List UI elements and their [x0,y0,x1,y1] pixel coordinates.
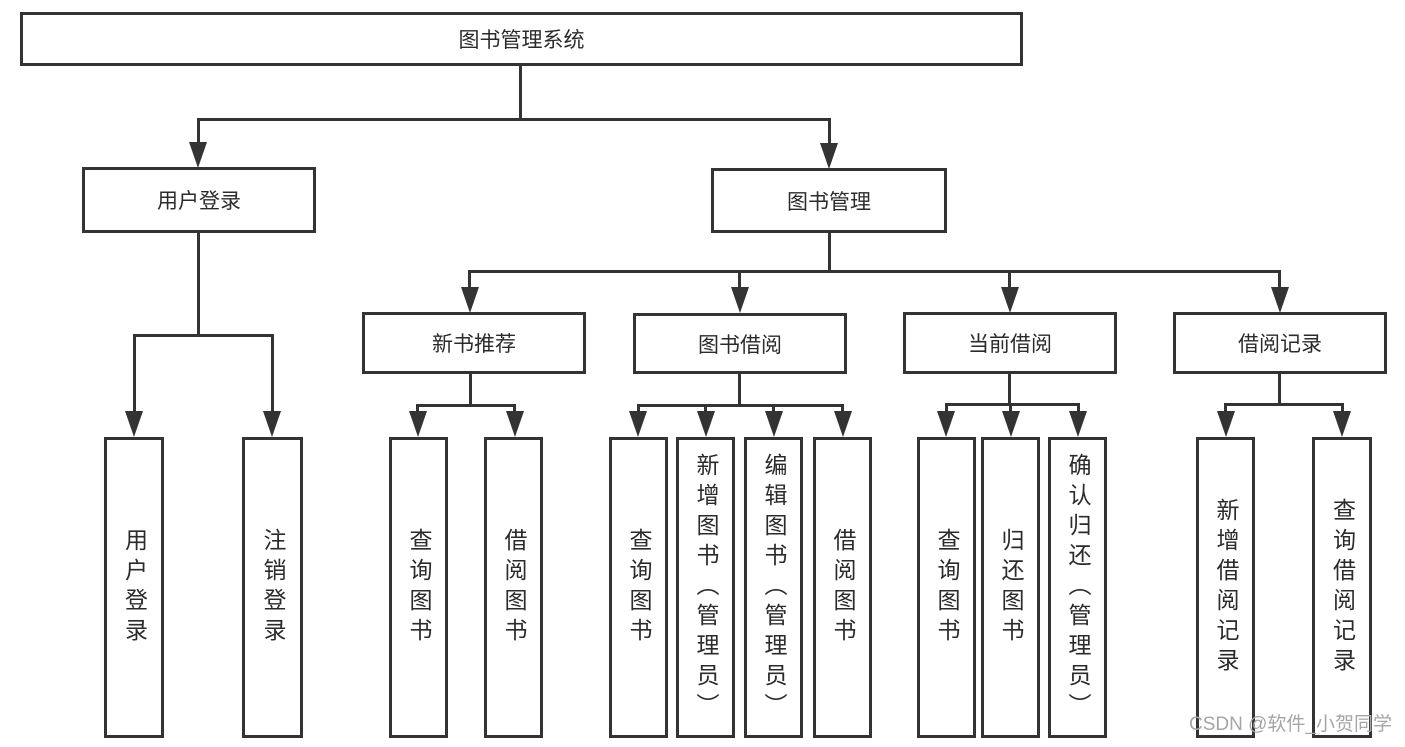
arrow-down-icon [765,411,783,437]
edge-borrow-drop-1 [637,404,640,413]
arrow-down-icon [461,287,479,313]
edge-borrow-drop-2 [704,404,707,413]
edge-bookmgmt-split [468,270,1281,273]
node-current-borrow-label: 当前借阅 [968,333,1052,356]
arrow-down-icon [125,411,143,437]
edge-newbook-stem [469,372,472,407]
leaf-user-login-label: 用户登录 [121,527,148,648]
edge-borrow-stem [738,372,741,407]
leaf-logout-label: 注销登录 [260,527,286,648]
edge-current-stem [1008,372,1011,406]
arrow-down-icon [834,411,852,437]
arrow-down-icon [731,287,749,313]
arrow-down-icon [629,411,647,437]
node-book-management: 图书管理 [711,168,947,233]
leaf-return-books-label: 归还图书 [998,527,1024,648]
edge-current-drop-3 [1077,403,1080,413]
arrow-down-icon [506,411,524,437]
edge-bookmgmt-drop-4 [1278,270,1281,288]
edge-borrow-split [637,404,844,407]
csdn-watermark: CSDN @软件_小贺同学 [1189,714,1392,735]
edge-bookmgmt-drop-1 [468,270,471,288]
edge-borrow-drop-4 [841,404,844,413]
edge-root-split [197,118,831,121]
leaf-query-books-borrow: 查询图书 [609,437,668,738]
leaf-borrow-books-recommend-label: 借阅图书 [501,527,527,648]
edge-bookmgmt-stem [828,231,831,273]
arrow-down-icon [409,411,427,437]
edge-records-drop-2 [1341,403,1344,413]
edge-userlogin-stem [197,231,200,337]
leaf-query-books-recommend: 查询图书 [389,437,448,738]
leaf-borrow-books: 借阅图书 [813,437,872,738]
edge-userlogin-split [133,334,274,337]
edge-records-drop-1 [1224,403,1227,413]
leaf-query-books-current-label: 查询图书 [934,527,960,648]
arrow-down-icon [697,411,715,437]
arrow-down-icon [1069,411,1087,437]
node-new-book-recommend: 新书推荐 [362,312,586,374]
node-user-login: 用户登录 [82,167,316,233]
leaf-borrow-books-recommend: 借阅图书 [484,437,543,738]
leaf-return-books: 归还图书 [981,437,1040,738]
edge-bookmgmt-drop-2 [738,270,741,288]
arrow-down-icon [1271,287,1289,313]
edge-newbook-split [416,404,516,407]
arrow-down-icon [937,411,955,437]
node-new-book-recommend-label: 新书推荐 [432,333,516,356]
edge-root-drop-right [828,118,831,146]
edge-records-split [1224,403,1344,406]
node-borrow-records-label: 借阅记录 [1238,333,1322,356]
node-book-borrow: 图书借阅 [633,313,847,374]
arrow-down-icon [263,411,281,437]
node-current-borrow: 当前借阅 [903,312,1117,374]
node-library-system-label: 图书管理系统 [458,29,585,52]
edge-bookmgmt-drop-3 [1008,270,1011,288]
arrow-down-icon [189,142,207,168]
leaf-edit-books-admin-label: 编辑图书（管理员） [761,452,787,723]
edge-root-drop-left [197,118,200,146]
arrow-down-icon [1002,411,1020,437]
leaf-query-books-current: 查询图书 [917,437,976,738]
edge-records-stem [1278,372,1281,406]
edge-current-drop-2 [1009,403,1012,413]
leaf-confirm-return-admin-label: 确认归还（管理员） [1065,452,1091,723]
arrow-down-icon [820,143,838,169]
leaf-query-books-borrow-label: 查询图书 [626,527,652,648]
edge-current-drop-1 [945,403,948,413]
leaf-query-borrow-record: 查询借阅记录 [1312,437,1372,738]
leaf-add-borrow-record-label: 新增借阅记录 [1213,497,1239,678]
leaf-add-borrow-record: 新增借阅记录 [1196,437,1255,738]
node-library-system: 图书管理系统 [20,12,1023,66]
leaf-logout: 注销登录 [242,437,303,738]
edge-newbook-drop-2 [513,404,516,413]
node-user-login-label: 用户登录 [157,190,241,213]
node-borrow-records: 借阅记录 [1173,312,1387,374]
arrow-down-icon [1217,411,1235,437]
leaf-query-borrow-record-label: 查询借阅记录 [1329,497,1356,678]
arrow-down-icon [1333,411,1351,437]
leaf-confirm-return-admin: 确认归还（管理员） [1048,437,1107,738]
edge-userlogin-drop-left [133,334,136,413]
leaf-borrow-books-label: 借阅图书 [830,527,856,648]
edge-newbook-drop-1 [416,404,419,413]
leaf-add-books-admin-label: 新增图书（管理员） [693,452,719,723]
node-book-borrow-label: 图书借阅 [698,333,782,357]
edge-current-split [945,403,1080,406]
edge-borrow-drop-3 [772,404,775,413]
leaf-edit-books-admin: 编辑图书（管理员） [744,437,803,738]
edge-root-stem [519,64,522,121]
leaf-add-books-admin: 新增图书（管理员） [676,437,735,738]
node-book-management-label: 图书管理 [787,190,871,214]
arrow-down-icon [1001,287,1019,313]
leaf-user-login: 用户登录 [104,437,164,738]
edge-userlogin-drop-right [271,334,274,413]
leaf-query-books-recommend-label: 查询图书 [406,527,432,648]
